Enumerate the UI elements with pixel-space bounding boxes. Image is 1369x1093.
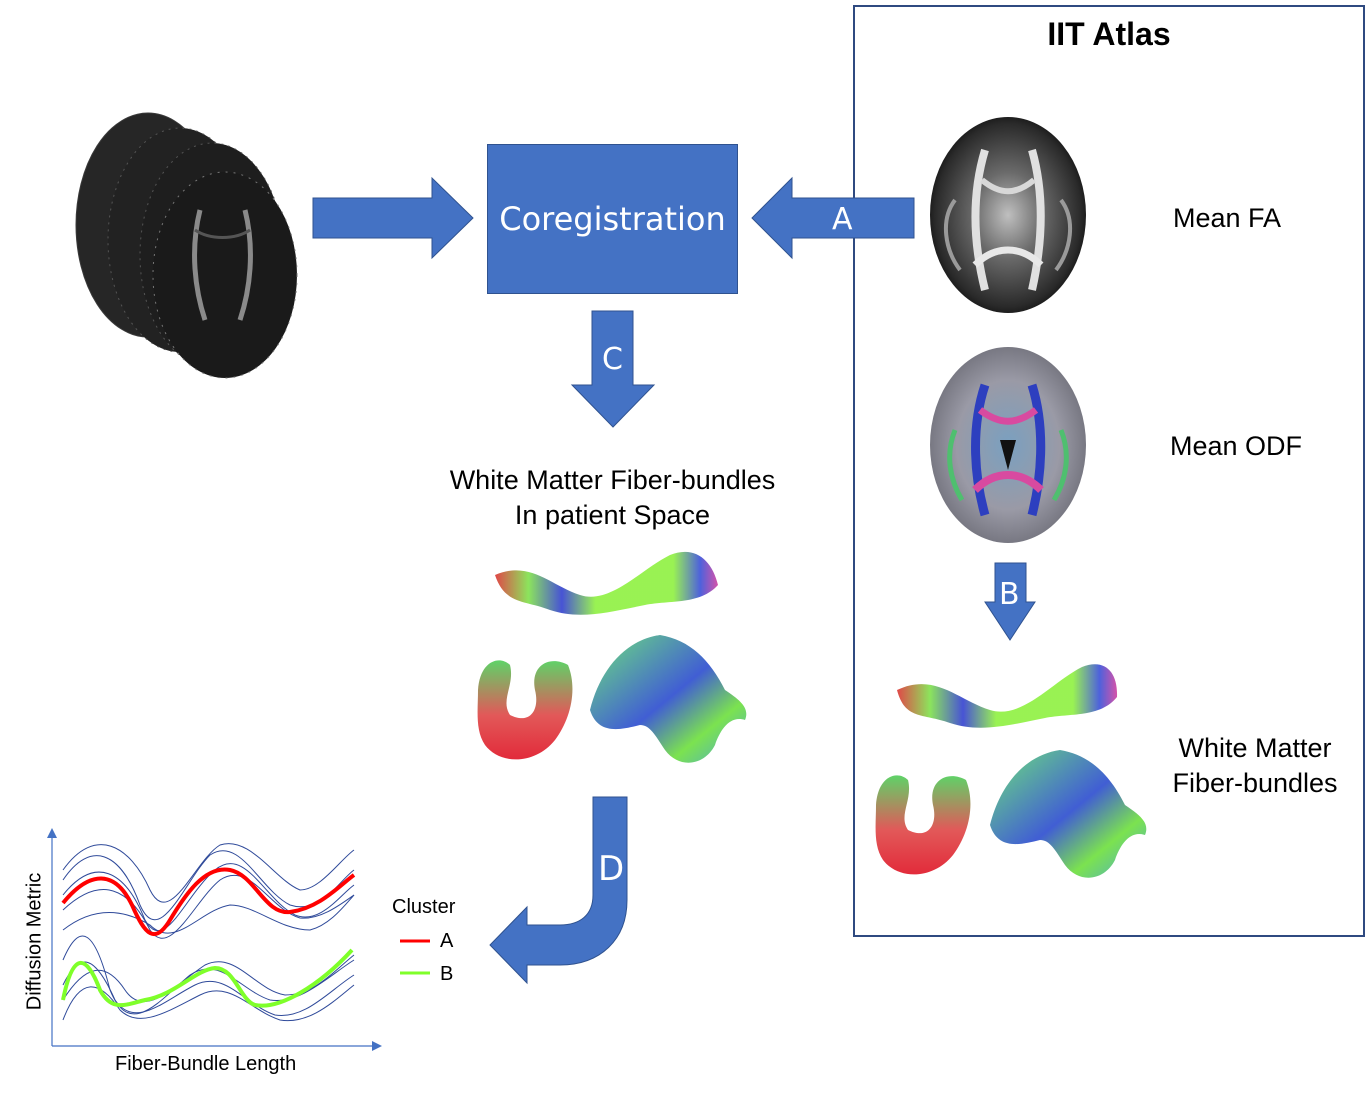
diffusion-plot <box>47 828 382 1051</box>
atlas-fiber-bundles <box>875 664 1147 878</box>
atlas-wm-line2: Fiber-bundles <box>1172 768 1338 798</box>
plot-y-label: Diffusion Metric <box>23 872 46 1011</box>
patient-line2: In patient Space <box>514 500 711 530</box>
patient-space-label: White Matter Fiber-bundles In patient Sp… <box>420 463 805 533</box>
arrow-b <box>984 562 1036 641</box>
arrow-a <box>751 176 915 260</box>
legend-label-b: B <box>440 963 454 985</box>
mean-fa-label: Mean FA <box>1173 203 1282 233</box>
atlas-wm-line1: White Matter <box>1178 733 1332 763</box>
iit-atlas-panel <box>853 5 1365 937</box>
coregistration-box: Coregistration <box>487 144 738 294</box>
thin-curves <box>62 843 355 1022</box>
legend-title: Cluster <box>392 896 456 918</box>
arrow-a-label: A <box>832 202 853 237</box>
arrow-d-label: D <box>598 849 625 889</box>
arrow-b-label: B <box>999 577 1020 612</box>
mean-fa-brain <box>930 117 1086 313</box>
dti-slice-stack <box>75 112 298 379</box>
plot-x-label: Fiber-Bundle Length <box>115 1053 297 1075</box>
patient-fiber-bundles <box>477 551 747 763</box>
mean-odf-brain <box>930 347 1086 543</box>
atlas-white-matter-label: White Matter Fiber-bundles <box>1155 731 1355 801</box>
legend-label-a: A <box>440 930 454 952</box>
cluster-b-curve <box>61 948 354 1008</box>
arrow-c-label: C <box>602 342 623 377</box>
atlas-title: IIT Atlas <box>1047 16 1171 52</box>
cluster-a-curve <box>61 867 356 936</box>
patient-line1: White Matter Fiber-bundles <box>449 465 776 495</box>
arrow-c <box>570 310 656 428</box>
input-arrow <box>312 176 474 260</box>
mean-odf-label: Mean ODF <box>1170 431 1303 461</box>
arrow-d <box>489 796 628 985</box>
